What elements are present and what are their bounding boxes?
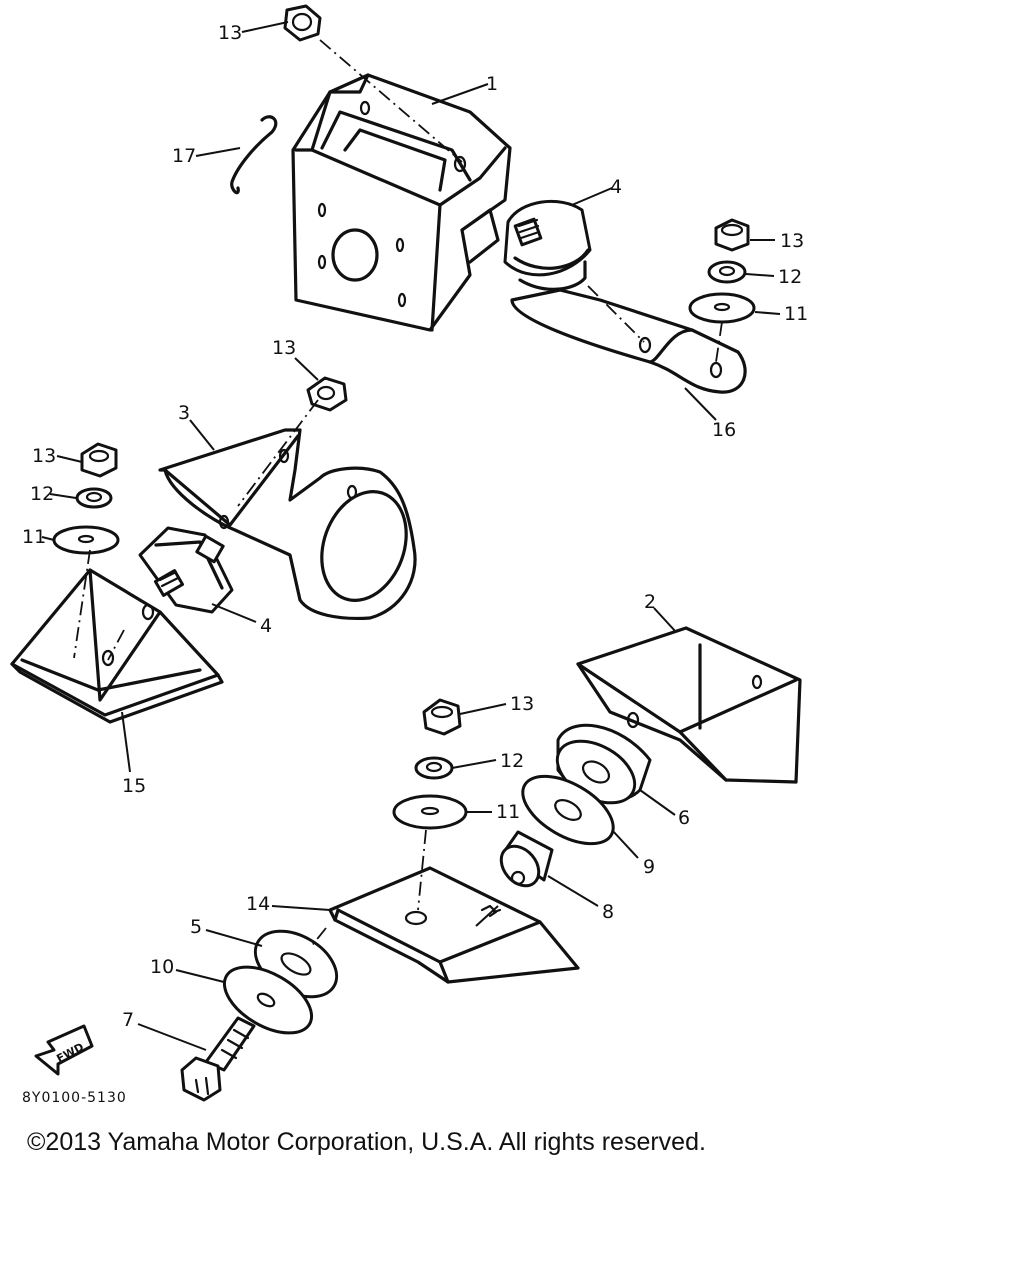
clip-17 <box>230 115 278 195</box>
damper-4-left <box>138 526 234 614</box>
washer-9 <box>521 774 615 846</box>
lock-washer-12-right <box>707 260 747 284</box>
callout-11: 11 <box>784 303 808 325</box>
assembly-lines <box>73 39 723 949</box>
callout-4: 4 <box>260 615 272 637</box>
callout-6: 6 <box>678 807 690 829</box>
callout-8: 8 <box>602 901 614 923</box>
bolt-7 <box>180 1016 256 1102</box>
collar-8 <box>499 830 554 888</box>
damper-4-top <box>503 199 592 291</box>
callout-10: 10 <box>150 956 174 978</box>
nut-13-left <box>80 442 118 478</box>
nut-13-right <box>714 218 750 252</box>
lock-washer-12-lower <box>414 756 454 780</box>
diagram-code: 8Y0100-5130 <box>22 1090 127 1106</box>
callout-13: 13 <box>272 337 296 359</box>
bracket-16 <box>510 288 747 394</box>
callout-numbers: 13 1 17 4 13 12 11 16 13 3 13 12 11 4 15… <box>22 22 808 1031</box>
callout-1: 1 <box>486 73 498 95</box>
headlight-bracket-1 <box>291 73 512 332</box>
callout-12: 12 <box>30 483 54 505</box>
callout-12: 12 <box>500 750 524 772</box>
callout-14: 14 <box>246 893 270 915</box>
callout-11: 11 <box>496 801 520 823</box>
callout-2: 2 <box>644 591 656 613</box>
callout-13: 13 <box>780 230 804 252</box>
washer-11-lower <box>392 794 468 830</box>
washer-10 <box>222 965 314 1035</box>
callout-9: 9 <box>643 856 655 878</box>
callout-5: 5 <box>190 916 202 938</box>
callout-7: 7 <box>122 1009 134 1031</box>
nut-13-top <box>283 4 322 42</box>
washer-11-right <box>688 292 756 324</box>
bracket-14 <box>328 866 580 984</box>
bracket-15 <box>10 568 224 724</box>
callout-3: 3 <box>178 402 190 424</box>
leader-lines <box>41 21 781 1051</box>
lock-washer-12-left <box>75 487 113 509</box>
callout-4: 4 <box>610 176 622 198</box>
bracket-2 <box>576 626 802 784</box>
copyright-notice: ©2013 Yamaha Motor Corporation, U.S.A. A… <box>27 1128 706 1156</box>
callout-15: 15 <box>122 775 146 797</box>
washer-11-left <box>52 525 120 555</box>
callout-13: 13 <box>32 445 56 467</box>
callout-11: 11 <box>22 526 46 548</box>
callout-13: 13 <box>510 693 534 715</box>
bracket-3 <box>158 428 417 621</box>
nut-13-lower <box>422 698 462 736</box>
front-direction-arrow: FWD <box>34 1024 94 1076</box>
callout-16: 16 <box>712 419 736 441</box>
callout-12: 12 <box>778 266 802 288</box>
callout-13: 13 <box>218 22 242 44</box>
callout-17: 17 <box>172 145 196 167</box>
